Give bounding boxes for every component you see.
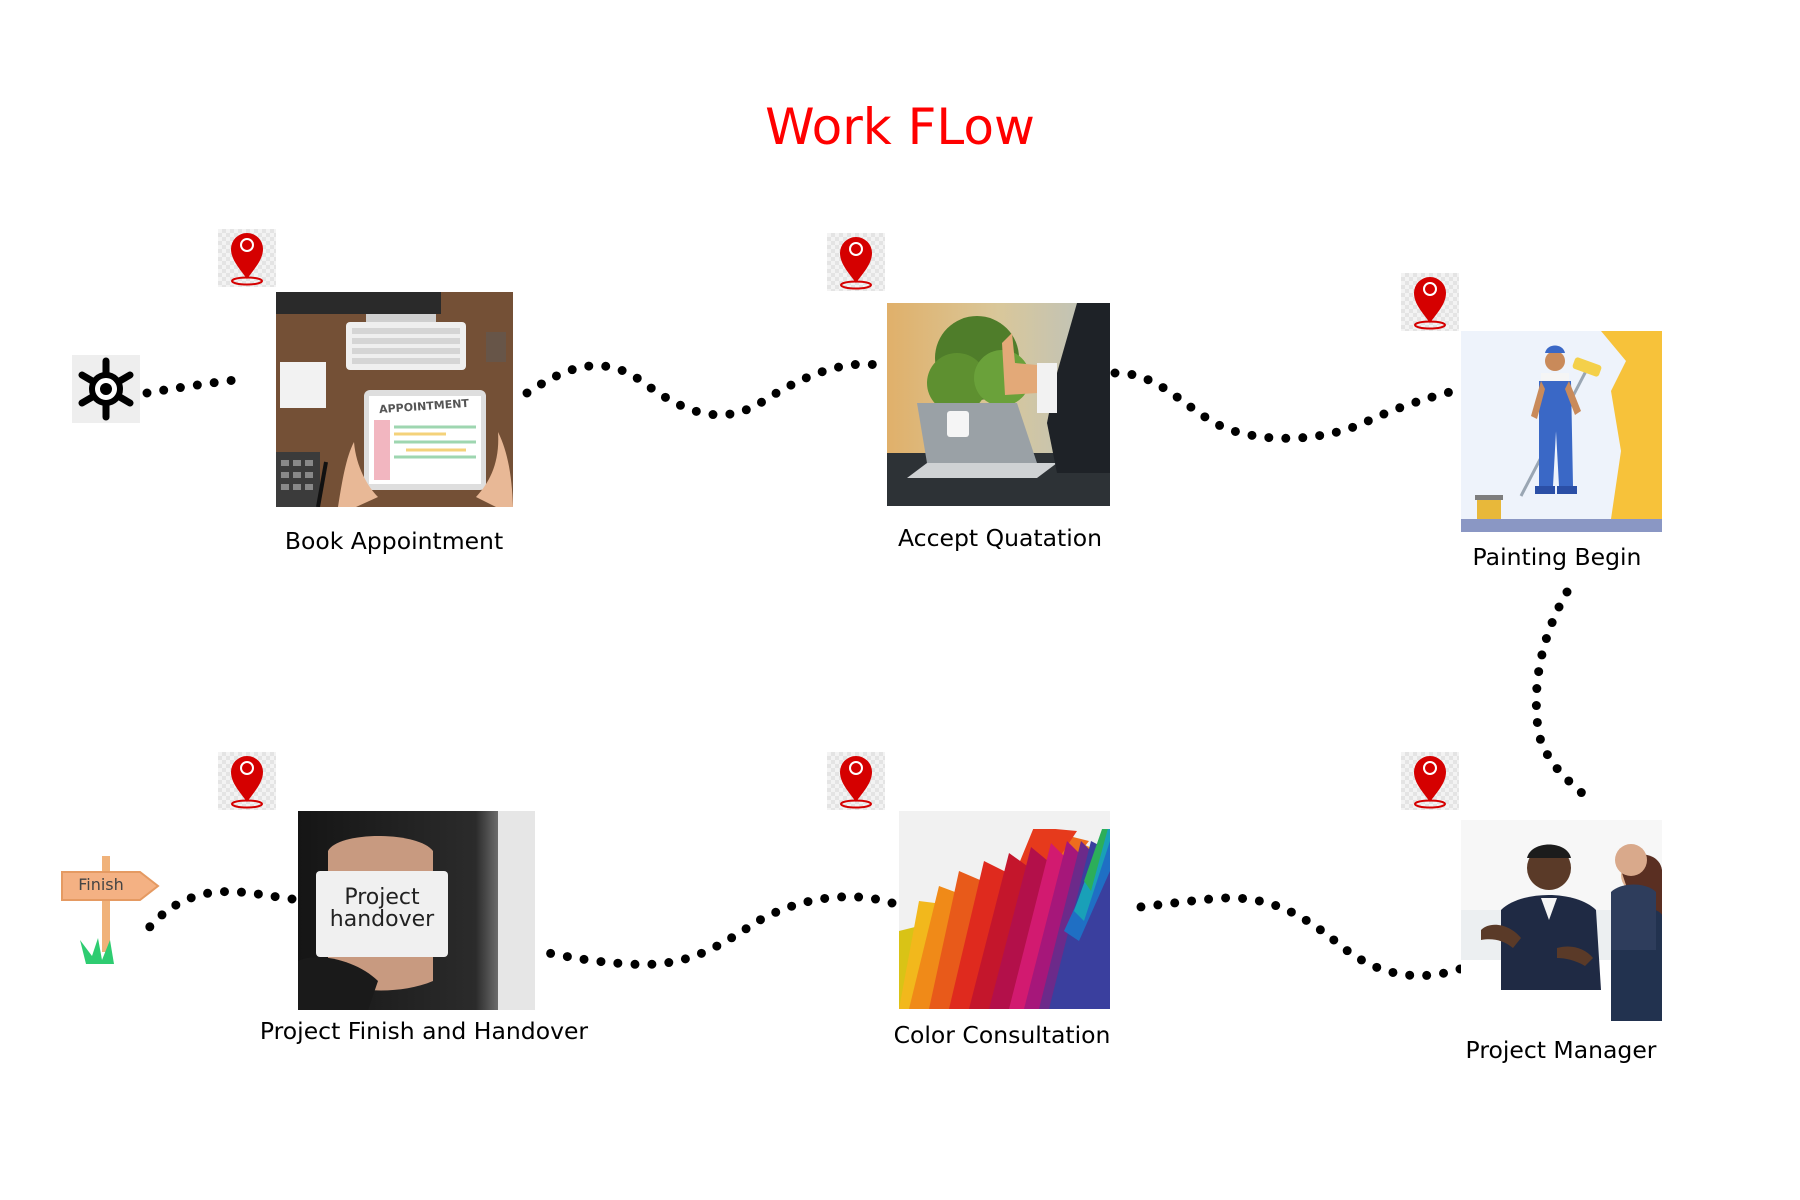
book-appointment-image: APPOINTMENT — [276, 292, 513, 507]
connector-manager-to-color — [1135, 893, 1465, 981]
map-pin-icon — [231, 233, 263, 286]
project-handover-image: Project handover — [298, 811, 535, 1010]
step-5-label: Color Consultation — [893, 1021, 1111, 1049]
step-1-label: Book Appointment — [284, 527, 504, 555]
connector-color-to-handover — [538, 892, 897, 969]
step-2-label: Accept Quatation — [898, 524, 1102, 552]
handover-card-text: Project handover — [316, 887, 448, 931]
step-5-pin — [827, 752, 885, 810]
project-manager-image — [1461, 820, 1662, 1021]
painting-begin-image — [1461, 331, 1662, 532]
start-marker — [72, 355, 140, 423]
step-6-pin — [218, 752, 276, 810]
map-pin-icon — [1414, 756, 1446, 809]
workflow-title: Work FLow — [765, 98, 1035, 156]
step-6-label: Project Finish and Handover — [259, 1017, 589, 1045]
map-pin-icon — [840, 756, 872, 809]
map-pin-icon — [840, 237, 872, 290]
step-4-label: Project Manager — [1465, 1036, 1657, 1064]
accept-quotation-image — [887, 303, 1110, 506]
finish-sign-label: Finish — [78, 875, 124, 894]
step-2-pin — [827, 233, 885, 291]
connector-handover-to-finish — [142, 887, 297, 935]
step-1-pin — [218, 229, 276, 287]
connector-start-to-book — [142, 374, 248, 398]
color-consultation-image — [899, 811, 1110, 1009]
connector-accept-to-painting — [1110, 368, 1462, 443]
step-3-label: Painting Begin — [1472, 543, 1642, 571]
handover-card-line-2: handover — [329, 907, 435, 932]
map-pin-icon — [231, 756, 263, 809]
finish-signpost-icon — [61, 856, 160, 964]
ship-wheel-icon — [78, 357, 134, 421]
step-3-pin — [1401, 273, 1459, 331]
connector-book-to-accept — [522, 359, 882, 420]
map-pin-icon — [1414, 277, 1446, 330]
step-4-pin — [1401, 752, 1459, 810]
connector-painting-to-manager — [1531, 587, 1589, 800]
handover-card-line-1: Project — [344, 885, 420, 910]
finish-marker: Finish — [58, 856, 162, 964]
